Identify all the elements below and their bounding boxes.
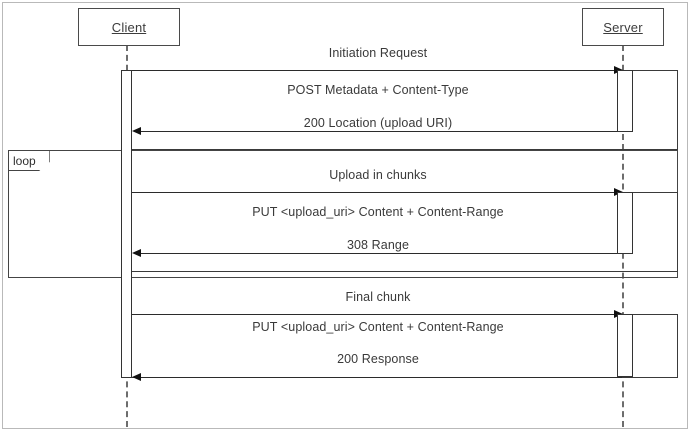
- message-arrow-chunk-response: [136, 253, 622, 254]
- arrowhead-final-response: [132, 373, 141, 381]
- message-label-final-response: 200 Response: [337, 352, 419, 366]
- activation-bar-server-final: [617, 314, 633, 377]
- activation-bar-server-chunk: [617, 192, 633, 254]
- message-box-chunk: [122, 192, 678, 272]
- message-caption-final: Final chunk: [345, 290, 411, 304]
- message-arrow-chunk-request: [132, 192, 622, 193]
- fragment-loop-operator-label: loop: [13, 153, 36, 168]
- participant-server-label: Server: [603, 19, 643, 35]
- message-arrow-initiation-response: [136, 131, 622, 132]
- message-label-final-request: PUT <upload_uri> Content + Content-Range: [252, 320, 504, 334]
- message-box-initiation: [122, 70, 678, 150]
- message-caption-chunk: Upload in chunks: [329, 168, 427, 182]
- arrowhead-chunk-response: [132, 249, 141, 257]
- participant-server[interactable]: Server: [582, 8, 664, 46]
- message-label-chunk-response: 308 Range: [346, 238, 410, 252]
- fragment-loop-operator-tab: loop: [9, 151, 50, 171]
- message-arrow-final-response: [136, 377, 622, 378]
- message-arrow-initiation-request: [132, 70, 622, 71]
- message-label-chunk-request: PUT <upload_uri> Content + Content-Range: [252, 205, 504, 219]
- message-label-initiation-response: 200 Location (upload URI): [303, 116, 453, 130]
- activation-bar-client: [121, 70, 132, 378]
- message-label-initiation-request: POST Metadata + Content-Type: [287, 83, 469, 97]
- diagram-frame: [2, 2, 688, 429]
- participant-client-label: Client: [111, 19, 147, 35]
- arrowhead-initiation-response: [132, 127, 141, 135]
- message-arrow-final-request: [132, 314, 622, 315]
- message-caption-initiation: Initiation Request: [328, 46, 428, 60]
- activation-bar-server-initiation: [617, 70, 633, 132]
- participant-client[interactable]: Client: [78, 8, 180, 46]
